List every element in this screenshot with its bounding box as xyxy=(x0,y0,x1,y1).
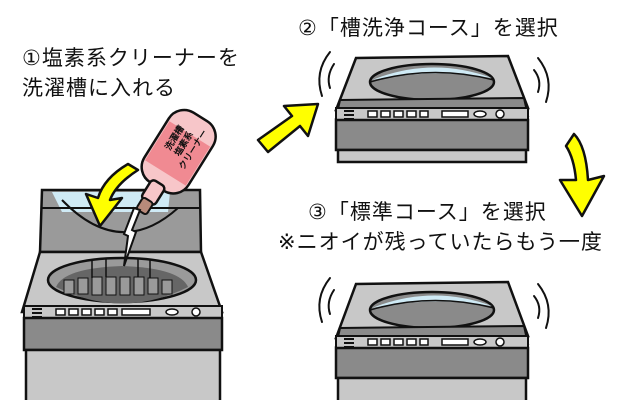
washer-step1 xyxy=(20,188,224,400)
cleaner-bottle xyxy=(136,108,217,215)
arrow-curve-down-left-icon xyxy=(84,162,140,228)
arrow-curve-down-icon xyxy=(558,132,606,218)
step2-instruction: ②「槽洗浄コース」を選択 xyxy=(298,16,559,40)
washer-body xyxy=(24,348,222,400)
vibration-lines-icon xyxy=(318,277,550,329)
washer-step2 xyxy=(334,54,530,164)
step1-instruction-line1: ①塩素系クリーナーを xyxy=(22,46,240,70)
step3-instruction: ③「標準コース」を選択 xyxy=(308,200,547,224)
washer-body-band xyxy=(22,316,224,352)
arrow-up-right-icon xyxy=(256,102,320,154)
washer-step3 xyxy=(334,280,530,400)
vibration-lines-icon xyxy=(318,51,550,103)
step1-instruction-line2: 洗濯槽に入れる xyxy=(22,76,176,100)
step3-note: ※ニオイが残っていたらもう一度 xyxy=(278,230,603,254)
cleaner-stream xyxy=(122,206,142,267)
